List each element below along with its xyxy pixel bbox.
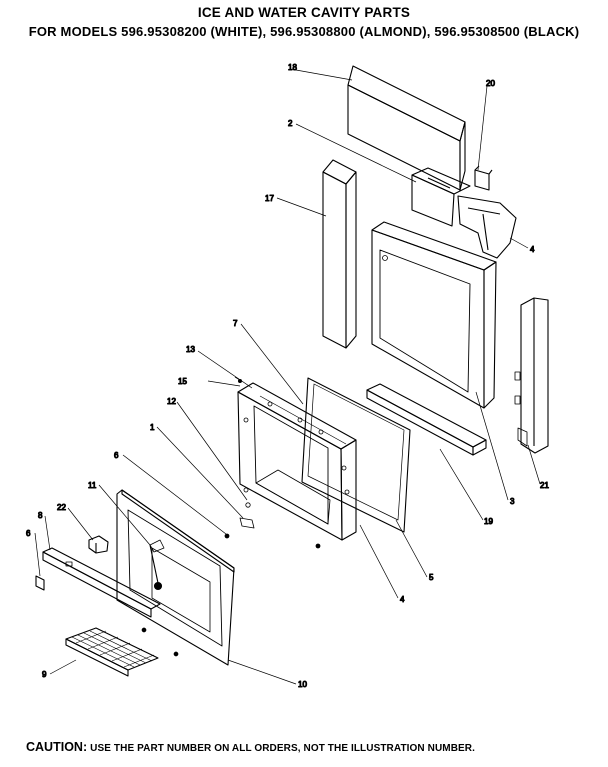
part-18-insulation-block	[347, 65, 466, 191]
callout-10: 10	[298, 680, 307, 689]
callout-8: 8	[38, 511, 43, 520]
callout-21: 21	[540, 481, 549, 490]
part-13-dispenser-frame	[237, 382, 357, 541]
part-5-gasket-plate	[301, 377, 411, 533]
callout-7: 7	[233, 319, 238, 328]
callout-11: 11	[88, 481, 97, 490]
part-10-bezel-frame	[116, 489, 235, 666]
part-22-latch	[88, 535, 109, 554]
part-19-strip	[366, 383, 487, 456]
callout-19: 19	[484, 517, 493, 526]
part-20-clip	[474, 165, 493, 191]
diagram-subtitle: FOR MODELS 596.95308200 (WHITE), 596.953…	[28, 24, 580, 39]
part-4-upper-bracket	[457, 195, 517, 259]
diagram-title: ICE AND WATER CAVITY PARTS	[197, 5, 411, 20]
callout-12: 12	[167, 397, 176, 406]
part-21-side-panel	[514, 297, 549, 454]
part-11-actuator	[149, 539, 165, 591]
callout-6-lower: 6	[26, 529, 31, 538]
callout-9: 9	[42, 670, 47, 679]
callout-5: 5	[429, 573, 434, 582]
callout-4-lower: 4	[400, 595, 405, 604]
callout-6-upper: 6	[114, 451, 119, 460]
callout-20: 20	[486, 79, 495, 88]
part-17-insulation-post	[322, 159, 357, 349]
callout-leaders	[34, 69, 541, 685]
callout-1: 1	[150, 423, 155, 432]
callout-17: 17	[265, 194, 274, 203]
callout-3: 3	[510, 497, 515, 506]
part-9-grille	[65, 627, 159, 677]
callout-4-upper: 4	[530, 245, 535, 254]
callout-18: 18	[288, 63, 297, 72]
caution-label: CAUTION:	[26, 740, 88, 754]
caution-text: USE THE PART NUMBER ON ALL ORDERS, NOT T…	[90, 743, 475, 754]
caution-note: CAUTION: USE THE PART NUMBER ON ALL ORDE…	[26, 740, 596, 754]
callout-15: 15	[178, 377, 187, 386]
part-6-end-clip	[35, 575, 45, 591]
callout-22: 22	[57, 503, 66, 512]
callout-2: 2	[288, 119, 293, 128]
part-3-cavity-housing	[371, 221, 497, 409]
part-2-chute	[411, 167, 471, 227]
part-8-trim-bar	[42, 547, 161, 618]
callout-13: 13	[186, 345, 195, 354]
